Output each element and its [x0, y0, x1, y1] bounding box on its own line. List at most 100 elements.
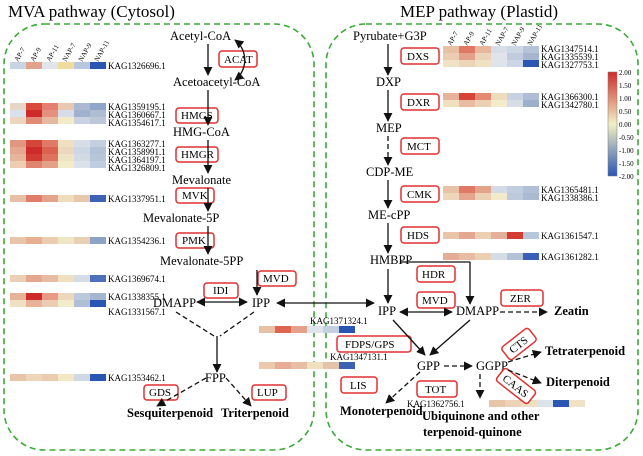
product-monoterpenoid: Monoterpenoid — [340, 404, 423, 418]
enzyme-label: ZER — [510, 293, 531, 305]
gene-id: KAG1364197.1 — [108, 155, 166, 165]
enzyme-label: MVD — [263, 273, 289, 285]
gene-id: KAG1335539.1 — [541, 52, 599, 62]
metabolite-acetyl-coa: Acetyl-CoA — [170, 29, 231, 43]
enzyme-label: HDR — [422, 269, 446, 281]
heatmap-center-1 — [259, 326, 355, 333]
heatmap-cmk — [443, 186, 539, 200]
enzyme-tot: TOT — [416, 380, 458, 398]
gene-id: KAG1353462.1 — [108, 373, 166, 383]
metabolite-hmg-coa: HMG-CoA — [173, 125, 230, 139]
enzyme-label: HDS — [407, 230, 429, 242]
scale-tick: -2.00 — [619, 173, 634, 181]
enzyme-lup: LUP — [251, 384, 287, 401]
gene-id: KAG1327753.1 — [541, 60, 599, 70]
enzyme-zer: ZER — [500, 289, 544, 307]
product-sesquiterpenoid: Sesquiterpenoid — [127, 406, 213, 420]
mep-column-headers: AP-7 AP-9 AP-11 NAP-7 NAP-9 NAP-11 — [446, 23, 545, 47]
metabolite-ipp-mep: IPP — [378, 304, 396, 318]
scale-tick: 1.00 — [619, 95, 632, 103]
gene-id: KAG1362756.1 — [407, 399, 465, 409]
enzyme-label: DXR — [407, 97, 431, 109]
enzyme-label: CMK — [407, 189, 432, 201]
mva-compartment — [3, 23, 315, 451]
mva-title: MVA pathway (Cytosol) — [8, 2, 175, 21]
metabolite-dxp: DXP — [376, 75, 401, 89]
gene-id: KAG1326696.1 — [108, 61, 166, 71]
enzyme-label: DXS — [407, 51, 429, 63]
product-tetraterpenoid: Tetraterpenoid — [545, 344, 625, 358]
scale-tick: -1.00 — [619, 147, 634, 155]
gene-id: KAG1354236.1 — [108, 236, 166, 246]
scale-tick: -0.50 — [619, 134, 634, 142]
heatmap-fpp — [10, 374, 106, 381]
enzyme-label: TOT — [425, 384, 446, 396]
gene-id: KAG1366300.1 — [541, 92, 599, 102]
gene-id: KAG1347514.1 — [541, 44, 599, 54]
scale-tick: 1.50 — [619, 82, 632, 90]
heatmap-mvd — [10, 275, 106, 282]
enzyme-mvk: MVK — [175, 187, 215, 204]
metabolite-mevalonate-5pp: Mevalonate-5PP — [160, 254, 243, 268]
enzyme-acat: ACAT — [218, 50, 258, 68]
gene-id: KAG1363277.1 — [108, 139, 166, 149]
gene-id: KAG1359195.1 — [108, 102, 166, 112]
gene-id: KAG1337951.1 — [108, 194, 166, 204]
enzyme-dxr: DXR — [400, 93, 440, 111]
col-header: NAP-9 — [77, 41, 94, 63]
product-ubiquinone-line2: terpenoid-quinone — [423, 425, 522, 439]
heatmap-tot — [489, 400, 585, 407]
gene-id: KAG1358991.1 — [108, 147, 166, 157]
enzyme-label: MVD — [422, 295, 448, 307]
enzyme-hds: HDS — [400, 226, 440, 244]
product-diterpenoid: Diterpenoid — [546, 375, 610, 389]
metabolite-dmapp-mva: DMAPP — [153, 296, 196, 310]
enzyme-cts: CTS — [501, 327, 537, 361]
enzyme-cmk: CMK — [400, 185, 440, 203]
enzyme-pmk: PMK — [175, 232, 215, 249]
mep-arrows — [383, 44, 548, 404]
gene-id: KAG1354617.1 — [108, 118, 166, 128]
gene-id: KAG1326809.1 — [108, 163, 166, 173]
enzyme-label: ACAT — [224, 54, 253, 66]
enzyme-dxs: DXS — [400, 47, 440, 65]
product-zeatin: Zeatin — [554, 304, 589, 318]
metabolite-hmbpp: HMBPP — [370, 253, 412, 267]
gene-id: KAG1338386.1 — [541, 193, 599, 203]
gene-id: KAG1342780.1 — [541, 100, 599, 110]
product-ubiquinone-line1: Ubiquinone and other — [422, 409, 540, 423]
heatmap-dxr — [443, 93, 539, 107]
enzyme-fdps-gps: FDPS/GPS — [336, 335, 412, 353]
metabolite-pyruvate-g3p: Pyrubate+G3P — [353, 29, 427, 43]
product-triterpenoid: Triterpenoid — [221, 406, 289, 420]
col-header: AP-7 — [446, 30, 461, 47]
metabolite-mevalonate: Mevalonate — [172, 173, 231, 187]
enzyme-label: LIS — [350, 380, 367, 392]
gene-id: KAG1331567.1 — [108, 307, 166, 317]
metabolite-mevalonate-5p: Mevalonate-5P — [143, 211, 219, 225]
col-header: NAP-7 — [61, 41, 78, 63]
enzyme-mvd-mva: MVD — [257, 270, 297, 287]
mep-compartment — [325, 23, 639, 451]
heatmap-center-2 — [259, 362, 355, 369]
metabolite-ggpp: GGPP — [476, 359, 508, 373]
enzyme-label: MVK — [182, 190, 208, 202]
enzyme-label: LUP — [257, 387, 278, 399]
gene-id: KAG1371324.1 — [310, 316, 368, 326]
metabolite-fpp: FPP — [205, 371, 226, 385]
heatmap-hmgs — [10, 103, 106, 124]
enzyme-lis: LIS — [340, 376, 378, 394]
enzyme-mct: MCT — [400, 137, 440, 155]
scale-tick: 2.00 — [619, 69, 632, 77]
enzyme-hdr: HDR — [416, 265, 456, 283]
enzyme-label: GDS — [149, 387, 171, 399]
mep-title: MEP pathway (Plastid) — [400, 2, 558, 21]
col-header: NAP-7 — [494, 25, 511, 47]
metabolite-ipp-mva: IPP — [252, 296, 270, 310]
heatmap-dxs — [443, 46, 539, 67]
col-header: AP-9 — [29, 46, 44, 63]
enzyme-label: MCT — [407, 141, 431, 153]
scale-tick: 0.00 — [619, 121, 632, 129]
mva-arrows — [156, 39, 375, 407]
